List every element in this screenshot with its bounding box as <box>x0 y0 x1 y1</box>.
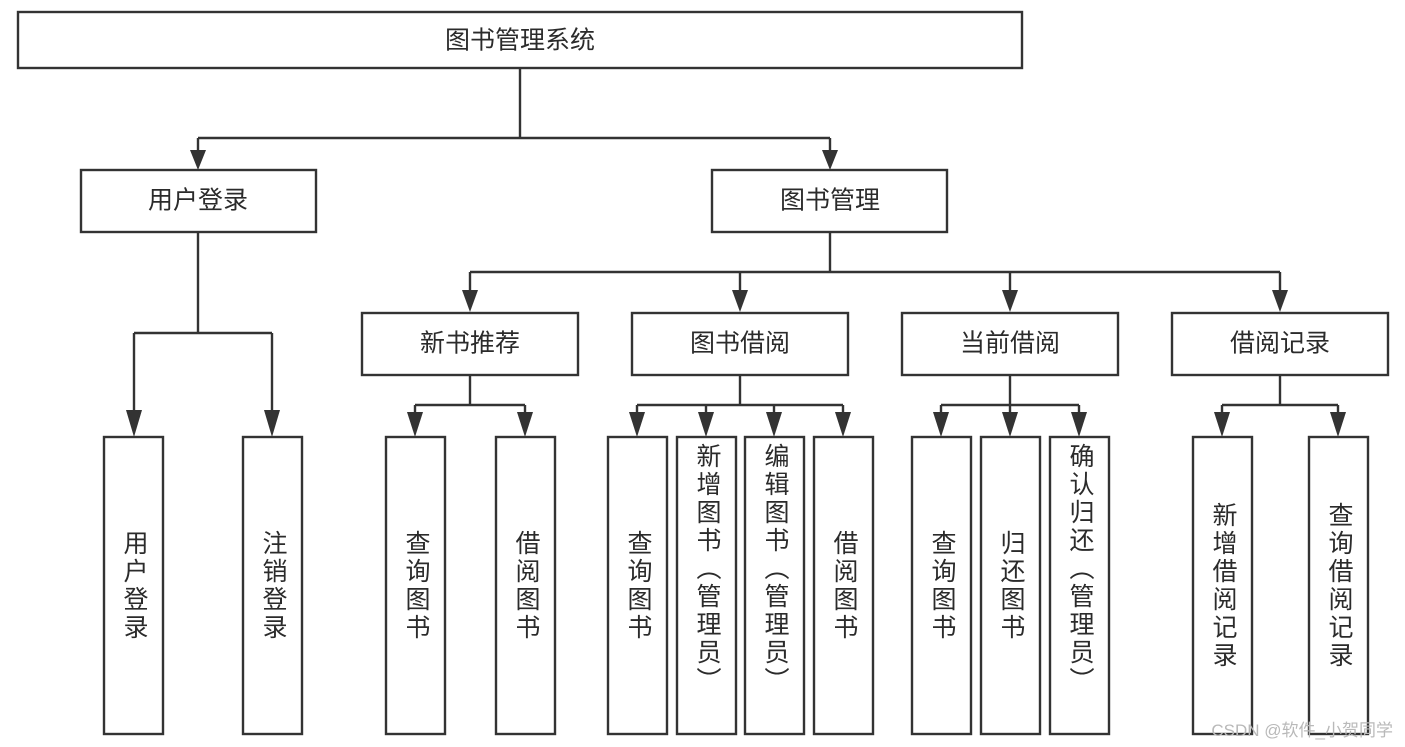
leaf-box-book-borrow-1[interactable] <box>675 435 738 736</box>
arrow-bm-to-book-borrow <box>732 290 748 312</box>
arrow-bb-to-leaf-1 <box>698 412 714 437</box>
arrow-nb-to-leaf-0 <box>407 412 423 437</box>
leaf-box-book-borrow-3[interactable] <box>812 435 875 736</box>
leaf-box-current-borrow-1[interactable] <box>979 435 1042 736</box>
arrow-bm-to-current-borrow <box>1002 290 1018 312</box>
node-current-borrow-box[interactable] <box>900 311 1120 377</box>
leaf-box-borrow-record-1[interactable] <box>1307 435 1370 736</box>
node-borrow-record-box[interactable] <box>1170 311 1390 377</box>
arrow-root-to-book-manage <box>822 150 838 170</box>
leaf-box-book-borrow-0[interactable] <box>606 435 669 736</box>
node-root[interactable]: 图书管理系统 <box>16 10 1024 70</box>
node-current-borrow-label: 当前借阅 <box>960 330 1060 358</box>
node-user-login-box[interactable] <box>79 168 318 234</box>
node-borrow-record-label: 借阅记录 <box>1230 330 1330 358</box>
arrow-nb-to-leaf-1 <box>517 412 533 437</box>
arrow-cb-to-leaf-0 <box>933 412 949 437</box>
leaf-box-borrow-record-0[interactable] <box>1191 435 1254 736</box>
arrow-cb-to-leaf-1 <box>1002 412 1018 437</box>
node-book-borrow-box[interactable] <box>630 311 850 377</box>
node-root-box[interactable] <box>16 10 1024 70</box>
leaf-box-new-book-0[interactable] <box>384 435 447 736</box>
node-borrow-record[interactable]: 借阅记录 <box>1170 311 1390 377</box>
arrow-bm-to-new-book <box>462 290 478 312</box>
leaf-box-current-borrow-0[interactable] <box>910 435 973 736</box>
arrow-br-to-leaf-0 <box>1214 412 1230 437</box>
node-current-borrow[interactable]: 当前借阅 <box>900 311 1120 377</box>
node-book-borrow[interactable]: 图书借阅 <box>630 311 850 377</box>
node-new-book-rec-box[interactable] <box>360 311 580 377</box>
arrow-bm-to-borrow-record <box>1272 290 1288 312</box>
arrow-bb-to-leaf-0 <box>629 412 645 437</box>
node-new-book-rec-label: 新书推荐 <box>420 330 520 358</box>
leaf-box-current-borrow-2[interactable] <box>1048 435 1111 736</box>
arrow-bb-to-leaf-3 <box>835 412 851 437</box>
node-book-manage[interactable]: 图书管理 <box>710 168 949 234</box>
connectors-layer <box>126 68 1346 437</box>
node-book-manage-box[interactable] <box>710 168 949 234</box>
node-book-manage-label: 图书管理 <box>780 187 880 215</box>
arrow-root-to-user-login <box>190 150 206 170</box>
arrow-ul-to-leaf-0 <box>126 410 142 437</box>
node-book-borrow-label: 图书借阅 <box>690 330 790 358</box>
leaf-box-user-login-1[interactable] <box>241 435 304 736</box>
arrow-br-to-leaf-1 <box>1330 412 1346 437</box>
node-new-book-rec[interactable]: 新书推荐 <box>360 311 580 377</box>
arrow-cb-to-leaf-2 <box>1071 412 1087 437</box>
arrow-bb-to-leaf-2 <box>766 412 782 437</box>
leaf-box-new-book-1[interactable] <box>494 435 557 736</box>
leaf-boxes-layer <box>102 435 1370 736</box>
leaf-box-book-borrow-2[interactable] <box>743 435 806 736</box>
leaf-box-user-login-0[interactable] <box>102 435 165 736</box>
node-root-label: 图书管理系统 <box>445 27 595 55</box>
arrow-ul-to-leaf-1 <box>264 410 280 437</box>
node-user-login-label: 用户登录 <box>148 187 248 215</box>
node-user-login[interactable]: 用户登录 <box>79 168 318 234</box>
